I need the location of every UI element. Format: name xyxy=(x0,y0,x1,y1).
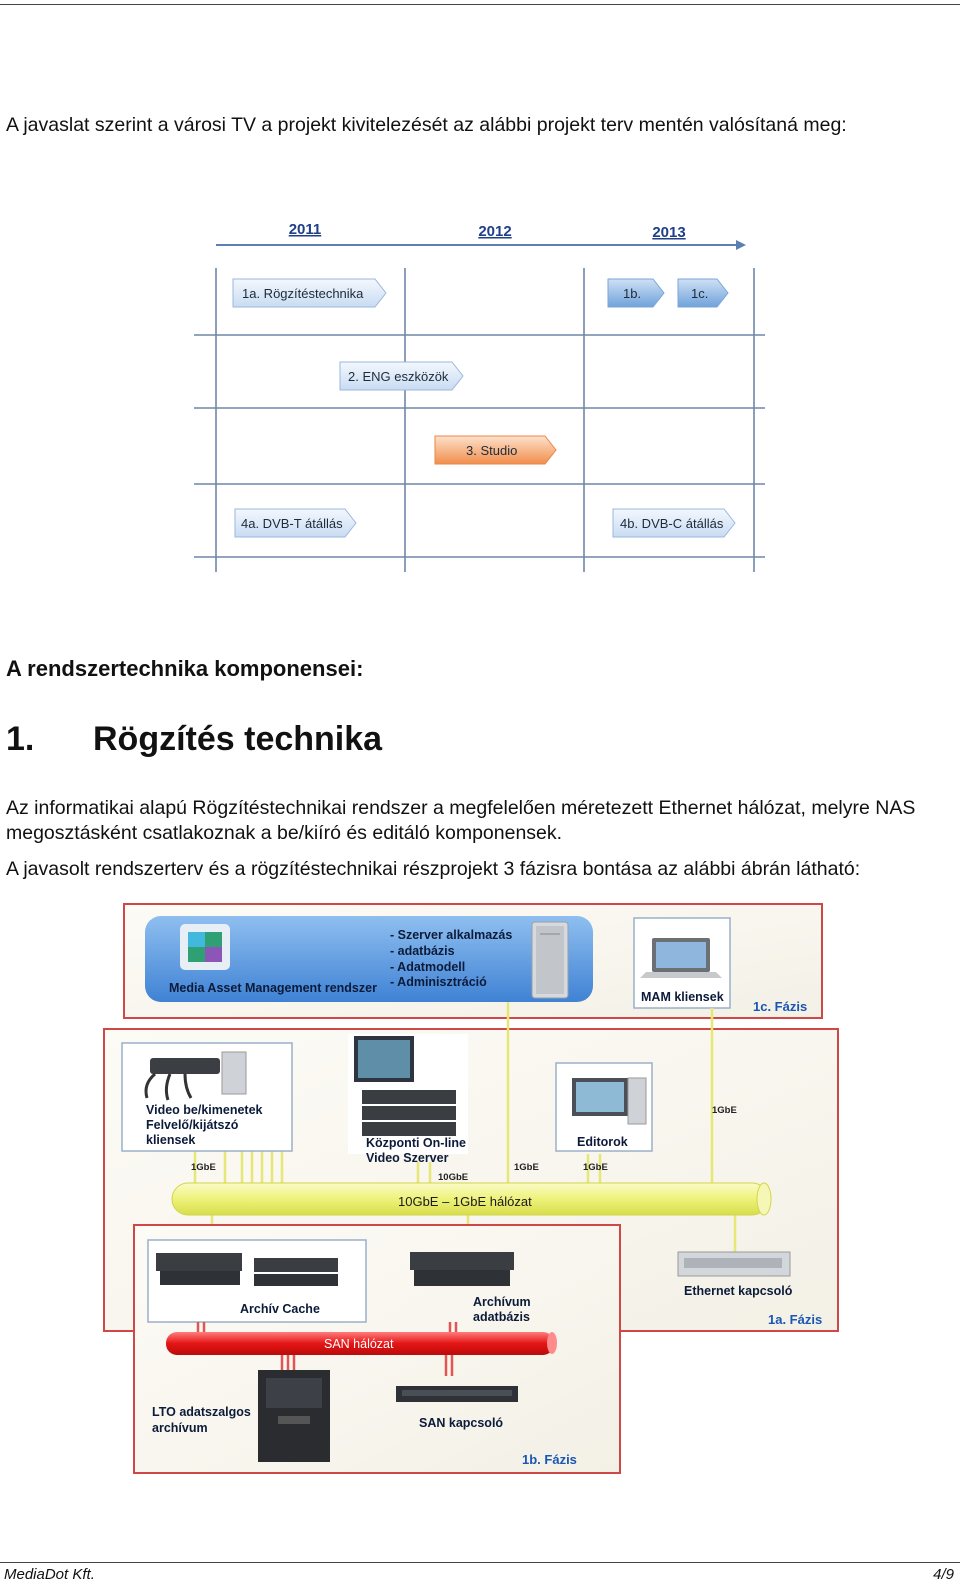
task-4a: 4a. DVB-T átállás xyxy=(235,509,356,537)
intro-paragraph: A javaslat szerint a városi TV a projekt… xyxy=(6,113,956,138)
speed-1gbe-server: 1GbE xyxy=(514,1162,539,1173)
archive-db-label-2: adatbázis xyxy=(473,1310,530,1324)
video-io-label-3: kliensek xyxy=(146,1133,195,1147)
mam-item-4: - Adminisztráció xyxy=(390,975,487,989)
footer-page-number: 4/9 xyxy=(933,1566,954,1583)
year-2012: 2012 xyxy=(478,223,511,240)
svg-text:1c.: 1c. xyxy=(691,286,708,301)
svg-text:4a. DVB-T átállás: 4a. DVB-T átállás xyxy=(241,516,343,531)
phase-1a-label: 1a. Fázis xyxy=(768,1312,822,1327)
task-2: 2. ENG eszközök xyxy=(340,362,463,390)
heading-number: 1. xyxy=(6,720,34,759)
task-3: 3. Studio xyxy=(435,436,556,464)
heading-text: Rögzítés technika xyxy=(93,720,382,759)
svg-text:4b. DVB-C átállás: 4b. DVB-C átállás xyxy=(620,516,724,531)
mam-item-2: - adatbázis xyxy=(390,944,455,958)
editor-label: Editorok xyxy=(577,1135,628,1149)
lto-label-1: LTO adatszalgos xyxy=(152,1405,251,1419)
architecture-diagram: Media Asset Management rendszer - Szerve… xyxy=(100,900,842,1480)
paragraph-2: A javasolt rendszerterv és a rögzítéstec… xyxy=(6,857,956,882)
lto-library-icon xyxy=(258,1370,330,1462)
video-io-label-2: Felvelő/kijátszó xyxy=(146,1118,239,1132)
phase-1c-label: 1c. Fázis xyxy=(753,999,807,1014)
paragraph-1: Az informatikai alapú Rögzítéstechnikai … xyxy=(6,796,956,846)
year-2011: 2011 xyxy=(289,221,322,238)
speed-1gbe-video: 1GbE xyxy=(191,1162,216,1173)
task-1b: 1b. xyxy=(608,279,664,307)
year-2013: 2013 xyxy=(652,224,685,241)
speed-1gbe-top: 1GbE xyxy=(712,1105,737,1116)
ethernet-switch-label: Ethernet kapcsoló xyxy=(684,1284,793,1298)
page-footer: MediaDot Kft. 4/9 xyxy=(0,1562,960,1563)
mam-item-3: - Adatmodell xyxy=(390,960,465,974)
task-1c: 1c. xyxy=(678,279,728,307)
san-network-label: SAN hálózat xyxy=(324,1337,394,1351)
mam-item-1: - Szerver alkalmazás xyxy=(390,928,512,942)
san-switch-icon xyxy=(396,1386,518,1402)
svg-text:1a. Rögzítéstechnika: 1a. Rögzítéstechnika xyxy=(242,286,364,301)
header-rule xyxy=(0,4,960,5)
lto-label-2: archívum xyxy=(152,1421,208,1435)
ethernet-switch-icon xyxy=(678,1252,790,1276)
mam-cube-icon xyxy=(180,924,230,970)
svg-text:1b.: 1b. xyxy=(623,286,641,301)
mam-clients-label: MAM kliensek xyxy=(641,990,724,1004)
section-title: A rendszertechnika komponensei: xyxy=(6,656,363,681)
laptop-icon xyxy=(640,938,722,978)
central-server-label-2: Video Szerver xyxy=(366,1151,449,1165)
mam-server-icon xyxy=(532,922,568,998)
task-4b: 4b. DVB-C átállás xyxy=(613,509,735,537)
mam-title: Media Asset Management rendszer xyxy=(169,981,377,995)
archive-db-server-icon xyxy=(410,1252,514,1286)
archive-db-label-1: Archívum xyxy=(473,1295,531,1309)
speed-10gbe: 10GbE xyxy=(438,1172,468,1183)
svg-text:2. ENG eszközök: 2. ENG eszközök xyxy=(348,369,449,384)
san-switch-label: SAN kapcsoló xyxy=(419,1416,503,1430)
network-label: 10GbE – 1GbE hálózat xyxy=(398,1194,532,1209)
project-timeline-figure: 2011 2012 2013 1a. Rögzítéstechnika 1b. … xyxy=(190,210,780,585)
central-server-label-1: Központi On-line xyxy=(366,1136,466,1150)
video-io-label-1: Video be/kimenetek xyxy=(146,1103,263,1117)
svg-text:3. Studio: 3. Studio xyxy=(466,443,517,458)
footer-company: MediaDot Kft. xyxy=(4,1566,95,1583)
speed-1gbe-editor: 1GbE xyxy=(583,1162,608,1173)
phase-1b-label: 1b. Fázis xyxy=(522,1452,577,1467)
task-1a: 1a. Rögzítéstechnika xyxy=(233,279,386,307)
archive-cache-label: Archív Cache xyxy=(240,1302,320,1316)
